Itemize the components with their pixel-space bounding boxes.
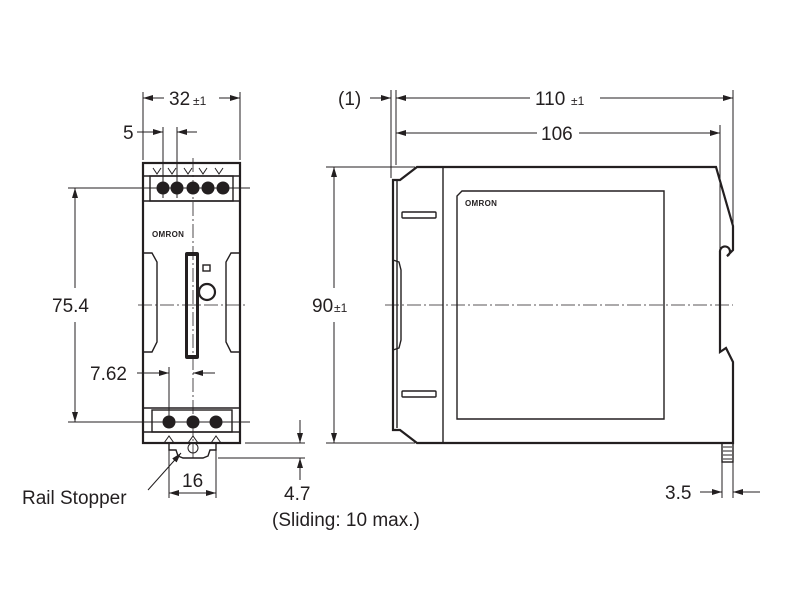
right-side-recess xyxy=(225,252,240,353)
side-brand-logo: OMRON xyxy=(465,199,497,208)
rail-depth-dimension: 3.5 xyxy=(665,483,691,504)
depth-dimension: 110 xyxy=(535,89,565,110)
front-brand-logo: OMRON xyxy=(152,230,184,239)
top-terminal-block xyxy=(143,167,240,202)
width-dimension: 32 xyxy=(169,89,190,110)
left-side-recess xyxy=(143,252,158,353)
offset-dimension: (1) xyxy=(338,89,361,110)
inner-depth-dimension: 106 xyxy=(541,124,573,145)
stopper-sliding-note: (Sliding: 10 max.) xyxy=(272,510,420,531)
adjust-knob xyxy=(197,282,217,302)
front-view: OMRON 32 ±1 xyxy=(22,89,420,531)
rail-nub xyxy=(721,442,734,463)
side-body-outline xyxy=(391,165,735,445)
depth-tolerance: ±1 xyxy=(571,94,585,108)
width-tolerance: ±1 xyxy=(193,94,207,108)
label-panel xyxy=(456,190,665,420)
height-tolerance: ±1 xyxy=(334,301,348,315)
stopper-offset: 4.7 xyxy=(284,484,310,505)
vent-slot xyxy=(401,390,437,398)
rail-width: 16 xyxy=(182,471,203,492)
bottom-terminal-block xyxy=(143,407,240,444)
terminal-pitch-top: 5 xyxy=(123,123,134,144)
height-dimension: 90 xyxy=(312,296,333,317)
rail-stopper-label: Rail Stopper xyxy=(22,488,127,509)
side-view: OMRON (1) 110 ±1 106 90 ±1 3.5 xyxy=(312,89,760,504)
side-latch xyxy=(392,259,402,351)
vent-slot xyxy=(401,211,437,219)
mounting-height: 75.4 xyxy=(52,296,89,317)
indicator-led xyxy=(202,264,211,272)
terminal-pitch-bottom: 7.62 xyxy=(90,364,127,385)
rail-stopper xyxy=(168,443,217,459)
